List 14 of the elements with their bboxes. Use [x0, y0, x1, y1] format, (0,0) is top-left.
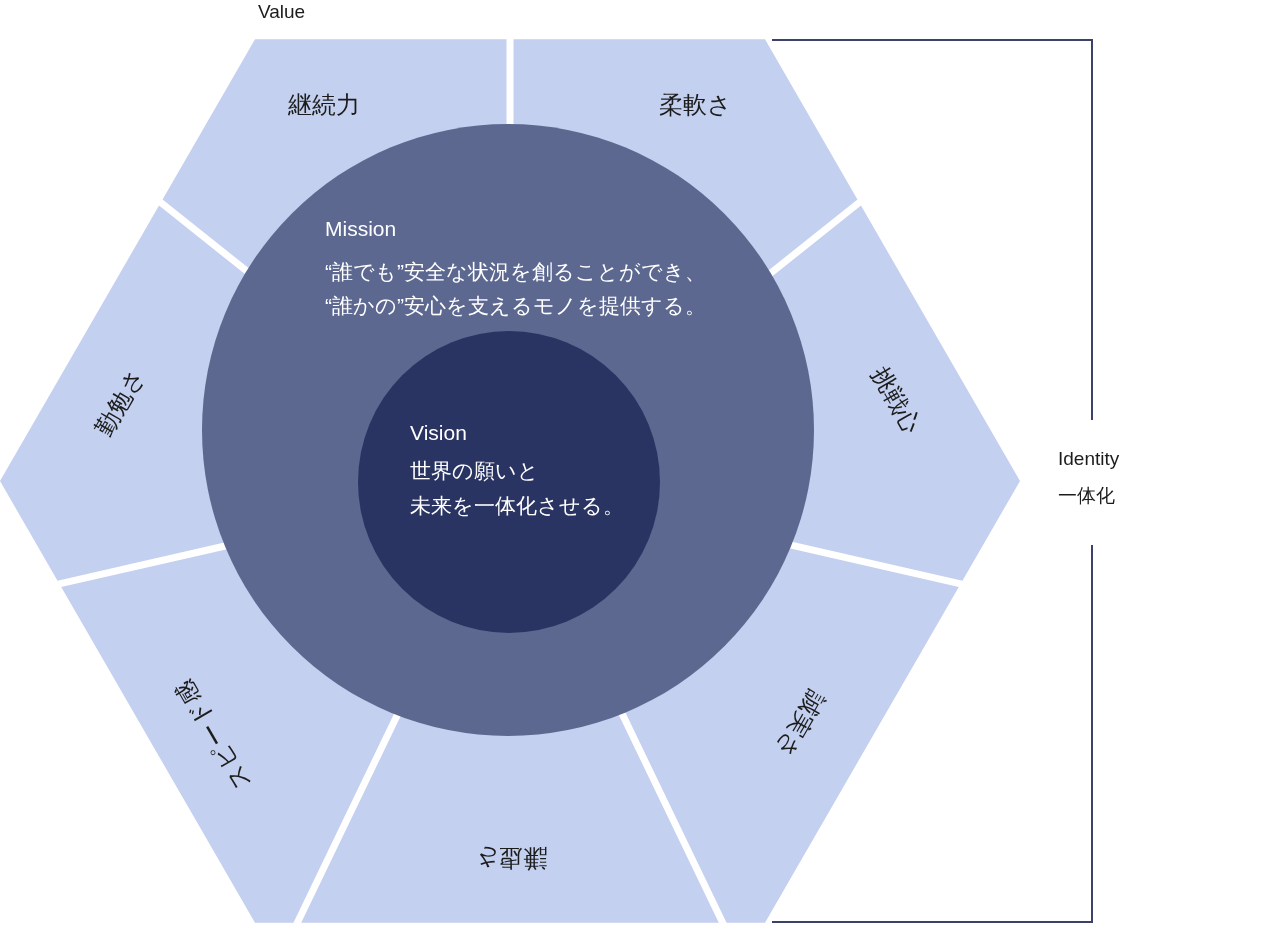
- segment-label: 継続力: [288, 91, 360, 119]
- ring-heading: Value: [258, 1, 306, 24]
- vision-statement: 世界の願いと未来を一体化させる。: [410, 458, 624, 519]
- bracket-note: 一体化: [1058, 485, 1115, 508]
- segment-label: 柔軟さ: [658, 91, 732, 119]
- segment-label: 謙虚さ: [473, 844, 547, 872]
- segment-label: 誠実さ: [770, 686, 830, 764]
- circle-heading: Vision: [410, 420, 467, 446]
- circle-heading: Mission: [325, 216, 397, 242]
- segment-label: スピード感: [170, 675, 256, 795]
- bracket-heading: Identity: [1058, 448, 1120, 471]
- mission-statement: “誰でも”安全な状況を創ることができ、“誰かの”安心を支えるモノを提供する。: [325, 259, 706, 319]
- segment-label: 勤勉さ: [90, 363, 150, 441]
- segment-label: 挑戦心: [866, 362, 926, 438]
